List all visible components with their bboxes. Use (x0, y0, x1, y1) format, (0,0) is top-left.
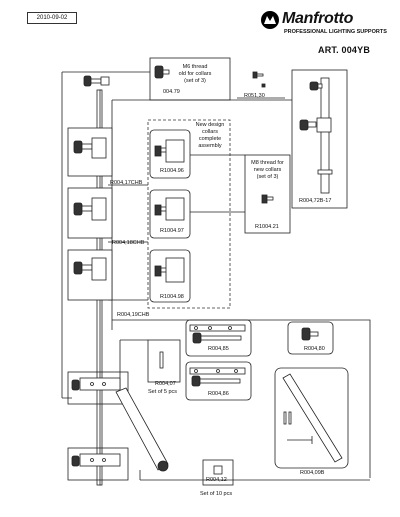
note-new-design-line2: collars (202, 129, 218, 135)
label-r004-72b17: R004,72B-17 (299, 198, 332, 204)
top-knob-icon (83, 75, 110, 87)
note-new-design-line4: assembly (198, 143, 222, 149)
note-m6-old-line3: (set of 3) (184, 78, 206, 84)
brand-name: Manfrotto (282, 10, 354, 27)
label-r1004-97: R1004.97 (160, 228, 184, 234)
note-m6-old-line2: old for collars (178, 71, 212, 77)
label-r004-80: R004,80 (304, 346, 325, 352)
note-m8-new-line1: M8 thread for (251, 160, 284, 166)
new-design-dashed-box (147, 119, 231, 309)
article-number: ART. 004YB (318, 45, 371, 55)
box-r004-80 (287, 321, 334, 355)
diagonal-brace (115, 387, 370, 481)
note-set-of-5: Set of 5 pcs (148, 389, 178, 395)
note-new-design-line1: New design (195, 122, 225, 128)
collar-stage-1 (67, 127, 113, 177)
box-r004-85 (185, 319, 252, 357)
note-new-design-line3: complete (198, 136, 222, 142)
label-r004-12: R004,12 (206, 477, 227, 483)
collar-stage-3 (67, 249, 113, 301)
label-r1004-96: R1004.96 (160, 168, 184, 174)
label-r004-18chb: R004,18CHB (112, 240, 145, 246)
label-r004-09b: R004,09B (300, 470, 325, 476)
date-stamp: 2010-09-02 (27, 12, 77, 24)
label-r004-21: R1004.21 (255, 224, 279, 230)
brand-tagline: PROFESSIONAL LIGHTING SUPPORTS (284, 29, 387, 35)
label-r004-85: R004,85 (208, 346, 229, 352)
label-r051-30: R051,30 (244, 93, 265, 99)
label-r004-86: R004,86 (208, 391, 229, 397)
note-m8-new-line2: new collars (253, 167, 282, 173)
box-r004-86 (185, 361, 252, 401)
note-set-of-10: Set of 10 pcs (200, 491, 233, 497)
box-r004-07 (119, 339, 181, 390)
label-r004-19chb: R004,19CHB (117, 312, 150, 318)
label-004-79: 004.79 (163, 89, 180, 95)
note-m6-old-line1: M6 thread (182, 64, 208, 70)
connector-lines (61, 71, 150, 399)
clamp-assembly-upper (67, 371, 129, 405)
collar-box-r1004-96 (149, 129, 191, 179)
box-r004-12 (202, 459, 234, 486)
box-r004-09b (274, 367, 349, 469)
label-r1004-98: R1004.98 (160, 294, 184, 300)
part-r051-30 (237, 71, 285, 99)
collar-box-r1004-98 (149, 249, 191, 303)
box-004-79 (149, 57, 231, 101)
box-r004-72b17 (291, 69, 348, 209)
box-m8-thread (244, 154, 291, 234)
clamp-assembly-lower (67, 447, 129, 481)
collar-stage-2 (67, 187, 113, 239)
manfrotto-logo-icon (261, 11, 279, 29)
label-r004-07: R004,07 (155, 381, 176, 387)
label-r004-17chb: R004,17CHB (110, 180, 143, 186)
note-m8-new-line3: (set of 3) (256, 174, 279, 180)
collar-box-r1004-97 (149, 189, 191, 239)
